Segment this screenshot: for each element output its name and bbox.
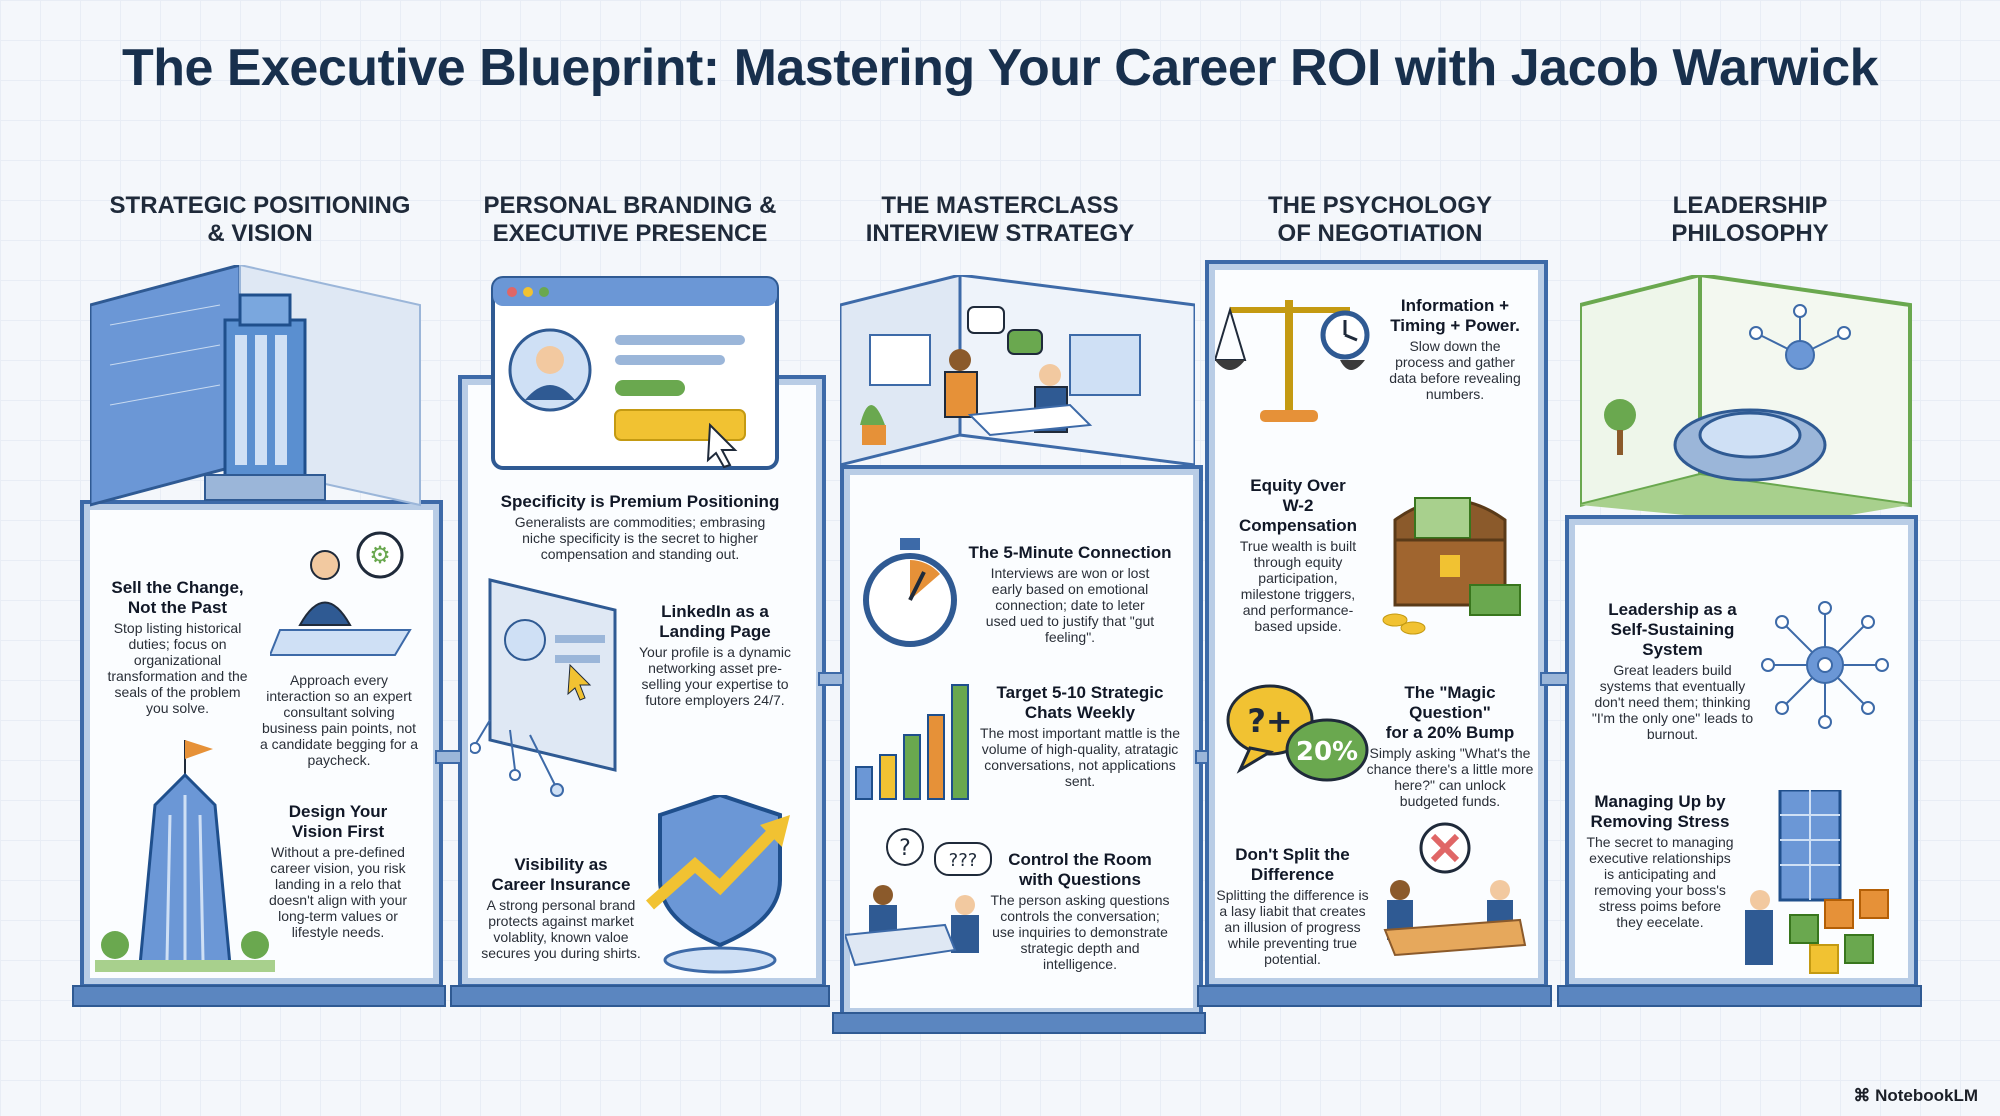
block-managing-up: Managing Up by Removing Stress The secre…	[1586, 792, 1734, 930]
interview-room-illustration	[838, 273, 1197, 475]
questions-meeting-illustration: ? ???	[843, 825, 995, 975]
browser-profile-illustration	[490, 275, 780, 475]
column-heading-5: LEADERSHIP PHILOSOPHY	[1671, 192, 1829, 247]
building-illustration	[88, 263, 430, 515]
network-node-icon	[1760, 600, 1890, 730]
notebooklm-logo-icon: ⌘	[1853, 1086, 1871, 1105]
laptop-network-illustration	[469, 570, 625, 810]
block-linkedin: LinkedIn as a Landing Page Your profile …	[638, 602, 791, 708]
question-bubble-text: ?	[899, 836, 911, 861]
panel-base-2	[450, 985, 830, 1007]
block-visibility: Visibility as Career Insurance A strong …	[481, 855, 641, 961]
panel-base-5	[1557, 985, 1922, 1007]
percent-text: 20%	[1296, 737, 1358, 767]
system-diagram-illustration	[1578, 272, 1915, 525]
block-design-vision: Design Your Vision First Without a pre-d…	[268, 802, 408, 940]
questions-bubble-text: ???	[949, 850, 978, 871]
treasure-chest-illustration	[1375, 480, 1525, 640]
bar-chart-icon	[850, 675, 970, 805]
connector-2-3	[818, 672, 844, 686]
connector-1-2	[435, 750, 462, 764]
column-heading-4: THE PSYCHOLOGY OF NEGOTIATION	[1267, 192, 1493, 247]
block-equity: Equity Over W-2 Compensation True wealth…	[1238, 476, 1358, 634]
column-heading-2: PERSONAL BRANDING & EXECUTIVE PRESENCE	[483, 192, 777, 247]
column-heading-1: STRATEGIC POSITIONING & VISION	[109, 192, 411, 247]
block-five-minute: The 5-Minute Connection Interviews are w…	[968, 543, 1172, 645]
panel-base-1	[72, 985, 446, 1007]
shield-growth-illustration	[640, 792, 800, 975]
magic-question-bubbles: ?+ 20%	[1225, 680, 1370, 790]
scales-clock-illustration	[1213, 280, 1375, 430]
cube-stack-illustration	[1730, 788, 1900, 980]
question-plus-text: ?+	[1247, 702, 1292, 740]
skyscraper-flag-illustration	[95, 735, 275, 975]
panel-base-4	[1197, 985, 1552, 1007]
connector-3-4	[1195, 750, 1209, 764]
svg-text:⚙: ⚙	[369, 541, 391, 569]
block-magic-question: The "Magic Question" for a 20% Bump Simp…	[1366, 683, 1534, 809]
column-heading-3: THE MASTERCLASS INTERVIEW STRATEGY	[865, 192, 1135, 247]
block-information-timing: Information + Timing + Power. Slow down …	[1389, 296, 1521, 402]
block-approach-interaction: Approach every interaction so an expert …	[259, 672, 418, 768]
block-self-sustaining: Leadership as a Self-Sustaining System G…	[1591, 600, 1754, 742]
panel-negotiation	[1205, 260, 1548, 988]
block-target-chats: Target 5-10 Strategic Chats Weekly The m…	[980, 683, 1180, 789]
block-sell-the-change: Sell the Change, Not the Past Stop listi…	[107, 578, 248, 716]
panel-base-3	[832, 1012, 1206, 1034]
stopwatch-icon	[858, 538, 963, 648]
consultant-illustration: ⚙	[268, 530, 420, 660]
connector-4-5	[1540, 672, 1569, 686]
block-specificity: Specificity is Premium Positioning Gener…	[500, 492, 780, 562]
page-title: The Executive Blueprint: Mastering Your …	[121, 39, 1879, 97]
handshake-table-illustration	[1375, 820, 1530, 980]
panel-strategic-positioning	[80, 500, 443, 988]
block-control-room: Control the Room with Questions The pers…	[990, 850, 1170, 972]
block-dont-split: Don't Split the Difference Splitting the…	[1216, 845, 1369, 967]
brand-label: ⌘ NotebookLM	[1853, 1086, 1978, 1105]
